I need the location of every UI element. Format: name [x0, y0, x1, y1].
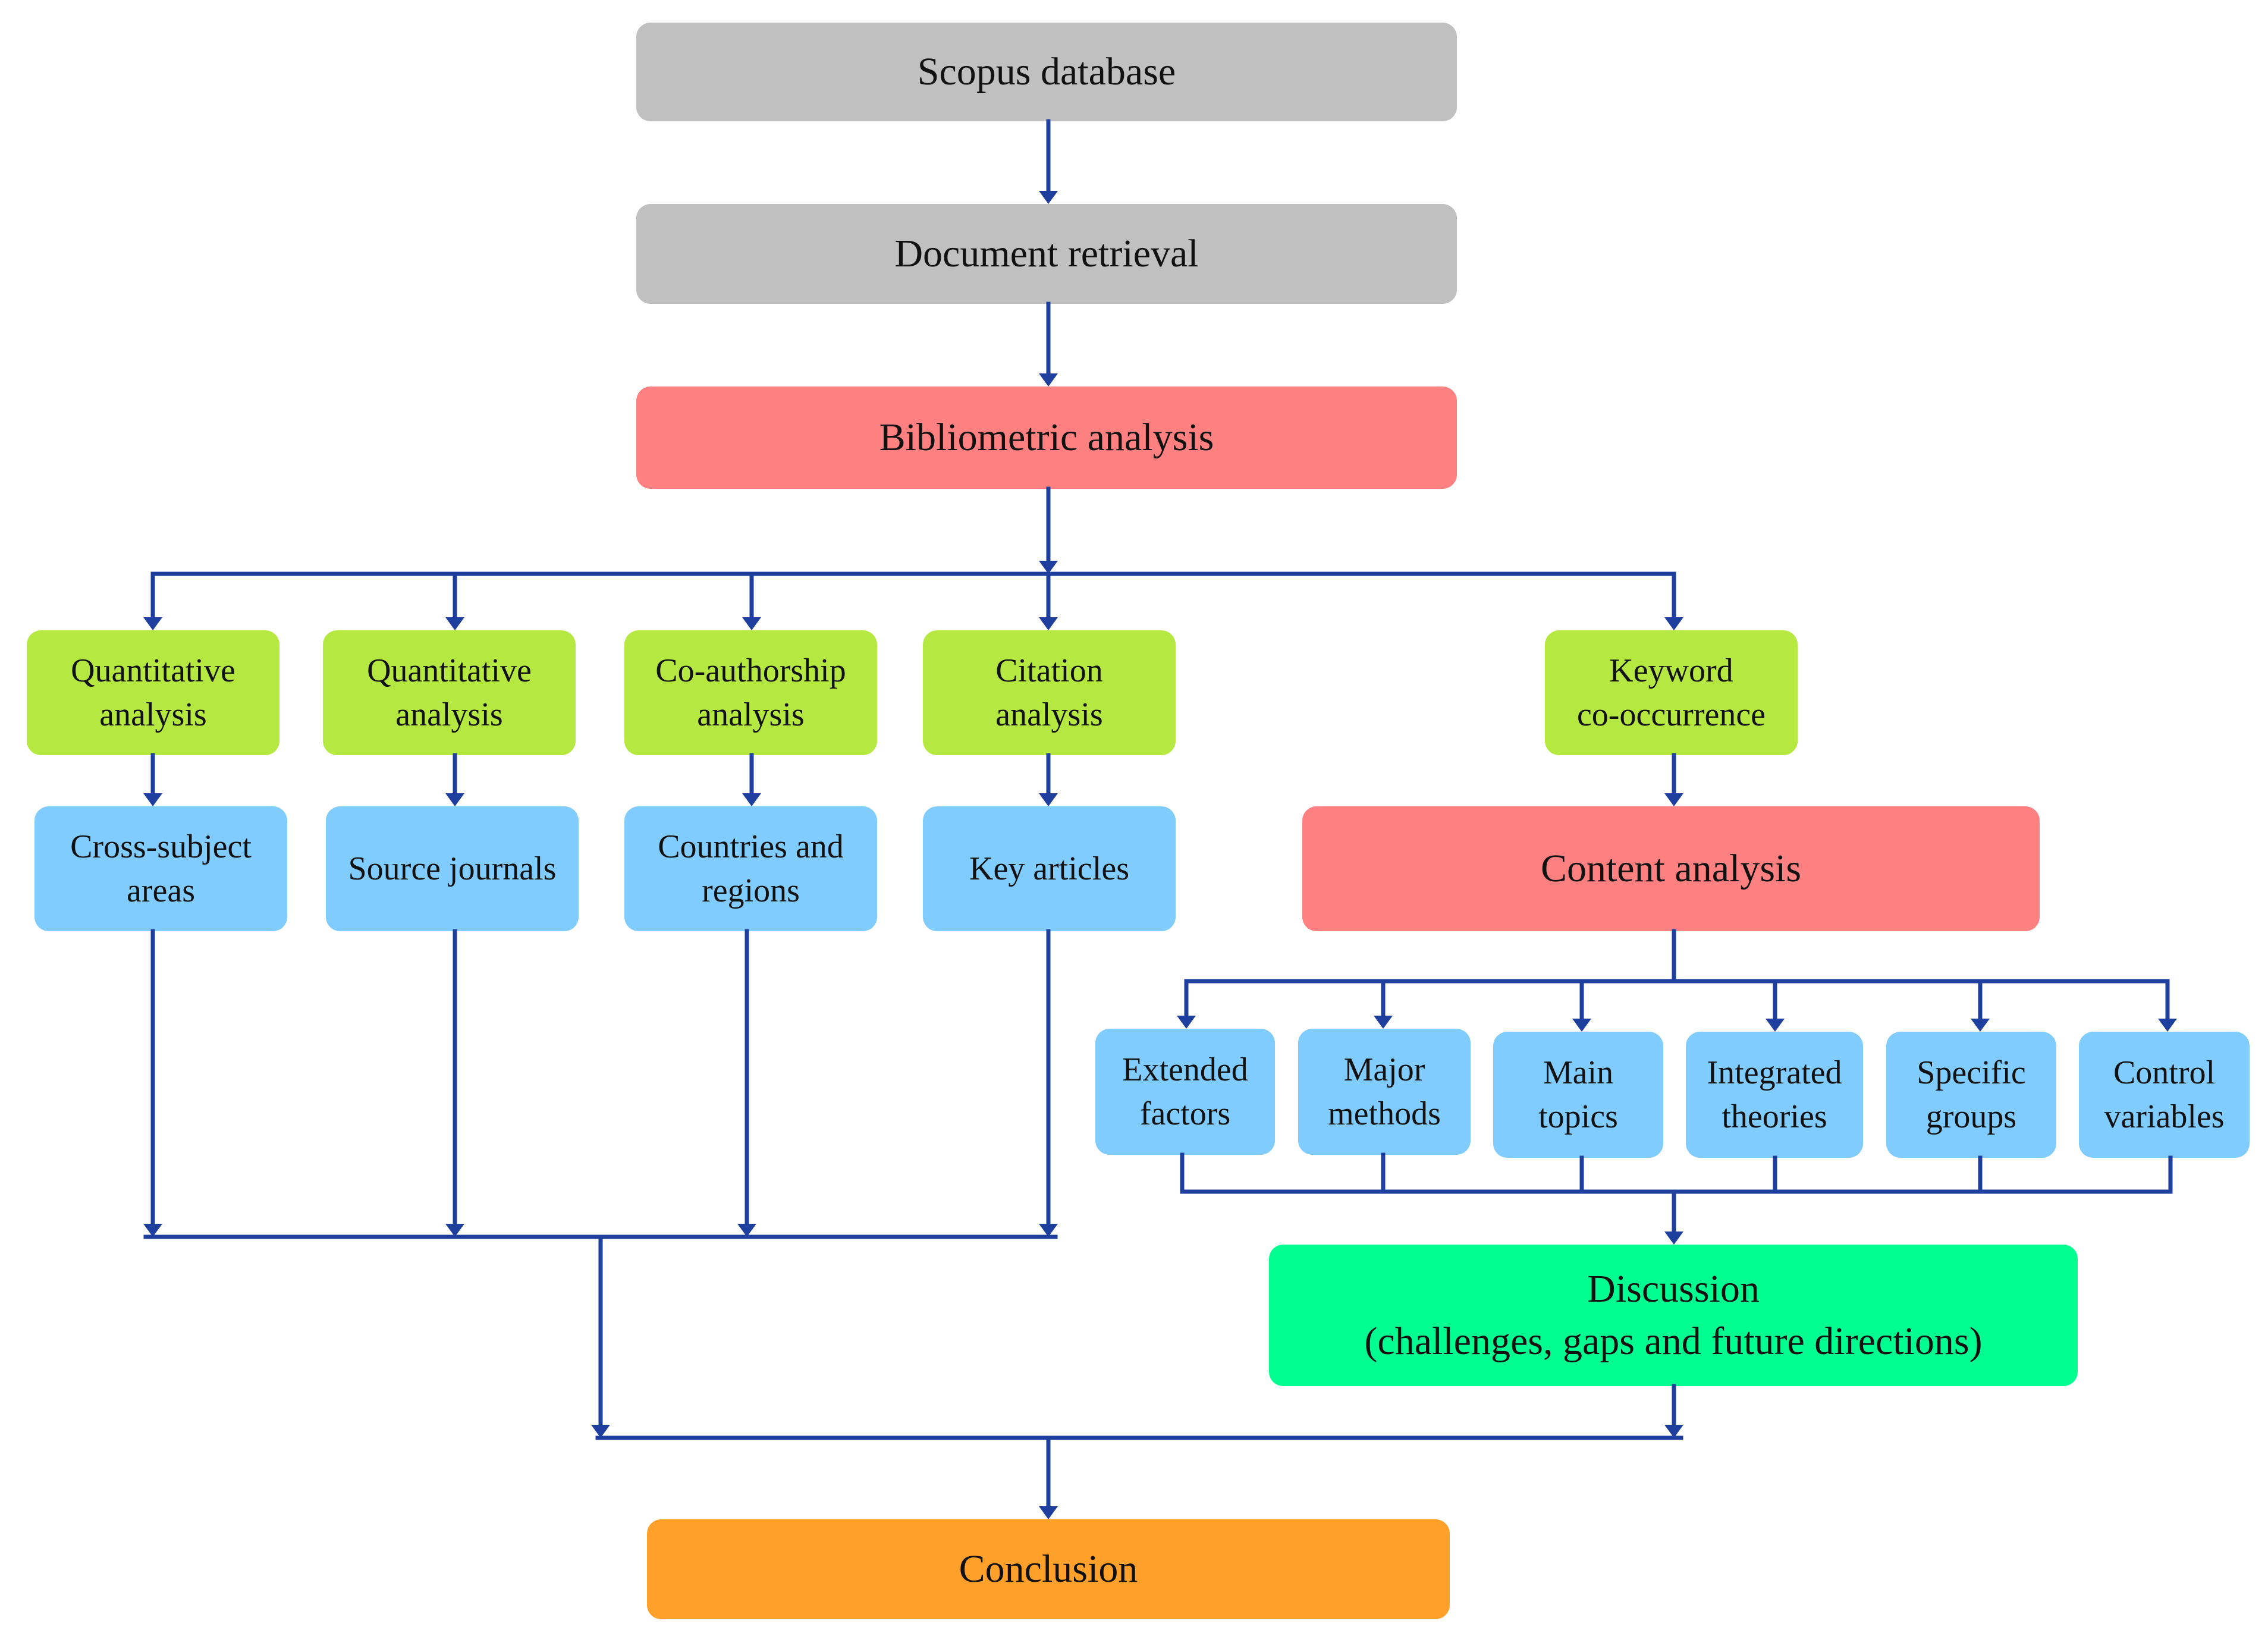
- discussion-line-1: Discussion: [1587, 1267, 1760, 1311]
- main-topics-box: Main topics: [1493, 1032, 1663, 1158]
- major-methods-box: Major methods: [1298, 1029, 1471, 1155]
- extended-line-1: Extended: [1122, 1051, 1248, 1088]
- bibliometric-analysis-label: Bibliometric analysis: [879, 416, 1214, 459]
- specific-groups-box: Specific groups: [1886, 1032, 2056, 1158]
- arrow-merge-to-discussion-head: [1664, 1232, 1683, 1245]
- conclusion-box: Conclusion: [647, 1519, 1450, 1619]
- arrow-left-merge-down-head: [591, 1425, 610, 1438]
- scopus-database-label: Scopus database: [917, 50, 1176, 93]
- bibliometric-analysis-box: Bibliometric analysis: [636, 387, 1457, 489]
- major-line-2: methods: [1328, 1095, 1441, 1132]
- arrow-cross-to-merge-head: [143, 1224, 162, 1237]
- quantitative-analysis-1-line-1: Quantitative: [71, 652, 235, 689]
- control-line-1: Control: [2113, 1054, 2216, 1091]
- key-articles-box: Key articles: [923, 806, 1176, 931]
- arrow-quant1-to-cross-head: [143, 793, 162, 806]
- arrow-branch-keyword-head: [1664, 617, 1683, 630]
- countries-line-1: Countries and: [658, 828, 844, 865]
- discussion-box: Discussion (challenges, gaps and future …: [1269, 1245, 2078, 1386]
- cross-subject-line-1: Cross-subject: [70, 828, 252, 865]
- source-journals-box: Source journals: [326, 806, 579, 931]
- arrow-content-to-main-topics-head: [1572, 1019, 1591, 1032]
- main-topics-line-2: topics: [1538, 1098, 1618, 1135]
- keyword-co-occurrence-box: Keyword co-occurrence: [1545, 630, 1798, 755]
- document-retrieval-label: Document retrieval: [894, 232, 1199, 275]
- scopus-database-box: Scopus database: [636, 23, 1457, 121]
- arrow-discussion-to-bus-head: [1664, 1425, 1683, 1438]
- arrow-quant2-to-source-head: [445, 793, 464, 806]
- source-journals-label: Source journals: [348, 850, 557, 887]
- co-authorship-line-1: Co-authorship: [655, 652, 846, 689]
- arrow-coauthor-to-countries-head: [742, 793, 761, 806]
- key-articles-label: Key articles: [969, 850, 1129, 887]
- arrow-scopus-to-retrieval-head: [1039, 191, 1058, 204]
- specific-line-1: Specific: [1917, 1054, 2026, 1091]
- cross-subject-areas-box: Cross-subject areas: [34, 806, 287, 931]
- arrow-keyword-to-content-head: [1664, 793, 1683, 806]
- keyword-line-1: Keyword: [1609, 652, 1733, 689]
- co-authorship-analysis-box: Co-authorship analysis: [624, 630, 877, 755]
- arrow-content-to-extended-head: [1177, 1016, 1196, 1029]
- control-variables-box: Control variables: [2079, 1032, 2250, 1158]
- arrow-branch-coauthor-head: [742, 617, 761, 630]
- arrow-content-to-major-head: [1374, 1016, 1393, 1029]
- conclusion-label: Conclusion: [959, 1547, 1138, 1591]
- arrow-content-to-integrated-head: [1766, 1019, 1785, 1032]
- integrated-line-1: Integrated: [1707, 1054, 1842, 1091]
- arrow-branch-quant1-head: [143, 617, 162, 630]
- keyword-line-2: co-occurrence: [1576, 696, 1766, 733]
- major-line-1: Major: [1343, 1051, 1425, 1088]
- co-authorship-line-2: analysis: [697, 696, 805, 733]
- quantitative-analysis-2-line-1: Quantitative: [367, 652, 532, 689]
- control-line-2: variables: [2104, 1098, 2225, 1135]
- arrow-citation-to-key-head: [1039, 793, 1058, 806]
- countries-line-2: regions: [702, 872, 800, 909]
- document-retrieval-box: Document retrieval: [636, 204, 1457, 304]
- integrated-line-2: theories: [1722, 1098, 1827, 1135]
- arrow-branch-quant2-head: [445, 617, 464, 630]
- arrow-to-conclusion-head: [1039, 1506, 1058, 1519]
- cross-subject-line-2: areas: [126, 872, 195, 909]
- citation-analysis-line-2: analysis: [995, 696, 1103, 733]
- quantitative-analysis-2-line-2: analysis: [395, 696, 503, 733]
- integrated-theories-box: Integrated theories: [1686, 1032, 1863, 1158]
- extended-factors-box: Extended factors: [1095, 1029, 1275, 1155]
- arrow-branch-citation-head: [1039, 617, 1058, 630]
- quantitative-analysis-box-1: Quantitative analysis: [27, 630, 279, 755]
- countries-and-regions-box: Countries and regions: [624, 806, 877, 931]
- arrow-key-to-merge-head: [1039, 1224, 1058, 1237]
- main-topics-line-1: Main: [1543, 1054, 1614, 1091]
- specific-line-2: groups: [1925, 1098, 2017, 1135]
- arrow-source-to-merge-head: [445, 1224, 464, 1237]
- quantitative-analysis-1-line-2: analysis: [99, 696, 207, 733]
- arrow-countries-to-merge-head: [737, 1224, 756, 1237]
- extended-line-2: factors: [1139, 1095, 1231, 1132]
- discussion-line-2: (challenges, gaps and future directions): [1364, 1320, 1983, 1363]
- arrow-retrieval-to-bibliometric-head: [1039, 373, 1058, 387]
- quantitative-analysis-box-2: Quantitative analysis: [323, 630, 576, 755]
- citation-analysis-line-1: Citation: [995, 652, 1103, 689]
- arrow-bibliometric-to-branch-head: [1039, 561, 1058, 574]
- arrow-content-to-specific-head: [1971, 1019, 1990, 1032]
- content-analysis-box: Content analysis: [1302, 806, 2040, 931]
- citation-analysis-box: Citation analysis: [923, 630, 1176, 755]
- content-analysis-label: Content analysis: [1540, 847, 1802, 890]
- arrow-content-to-control-head: [2158, 1019, 2177, 1032]
